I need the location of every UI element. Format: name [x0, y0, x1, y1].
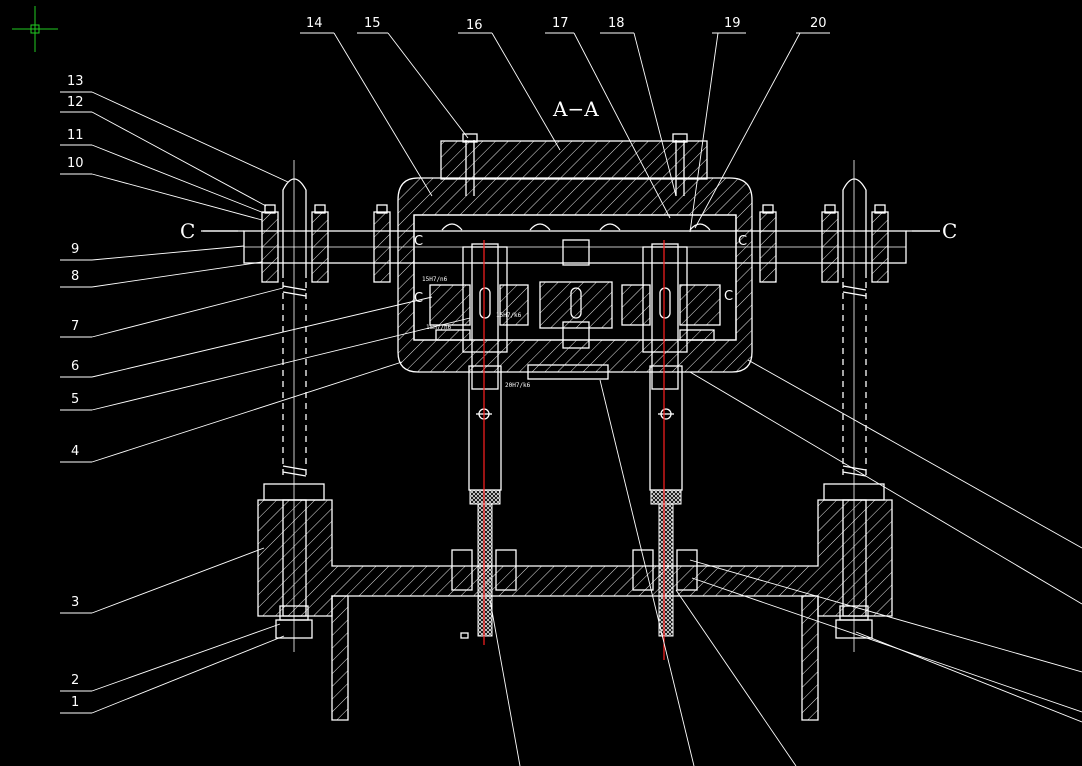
- part-label: 4: [71, 444, 79, 459]
- part-label: 16: [466, 18, 483, 33]
- crosshair-cursor-icon: [12, 6, 58, 52]
- part-label: 20: [810, 16, 827, 31]
- part-label: 2: [71, 673, 79, 688]
- part-label: 12: [67, 95, 84, 110]
- part-label: 9: [71, 242, 79, 257]
- shaft-flanges: [261, 204, 889, 283]
- part-label: 7: [71, 319, 79, 334]
- internal-gears: [429, 133, 721, 390]
- fit-note: 20H7/k6: [505, 382, 531, 389]
- spindles: [451, 365, 698, 639]
- part-label: 5: [71, 392, 79, 407]
- part-label: 15: [364, 16, 381, 31]
- inner-c-label: C: [724, 289, 733, 304]
- part-label: 18: [608, 16, 625, 31]
- part-label: 13: [67, 74, 84, 89]
- part-label: 3: [71, 595, 79, 610]
- part-label: 6: [71, 359, 79, 374]
- part-label: 19: [724, 16, 741, 31]
- inner-c-label: C: [414, 291, 423, 306]
- section-c-left: C: [180, 219, 195, 243]
- top-callouts: 14 15 16 17 18 19 20: [300, 16, 830, 233]
- inner-c-label: C: [414, 234, 423, 249]
- fit-note: 15H7/n6: [426, 324, 452, 331]
- gearbox-housing: [397, 140, 753, 373]
- part-label: 17: [552, 16, 569, 31]
- center-lines: [483, 240, 665, 660]
- lower-frame: [257, 483, 893, 721]
- part-label: 11: [67, 128, 84, 143]
- inner-c-label: C: [738, 234, 747, 249]
- offscreen-leaders: [489, 359, 1082, 766]
- fit-note: 15H7/n6: [422, 276, 448, 283]
- part-label: 10: [67, 156, 84, 171]
- part-label: 8: [71, 269, 79, 284]
- fit-note: 15H7/k6: [496, 312, 522, 319]
- section-title: A−A: [552, 97, 599, 121]
- section-c-right: C: [942, 219, 957, 243]
- part-label: 1: [71, 695, 79, 710]
- part-label: 14: [306, 16, 323, 31]
- left-callouts: 13 12 11 10 9 8 7 6 5 4 3 2 1: [60, 74, 471, 714]
